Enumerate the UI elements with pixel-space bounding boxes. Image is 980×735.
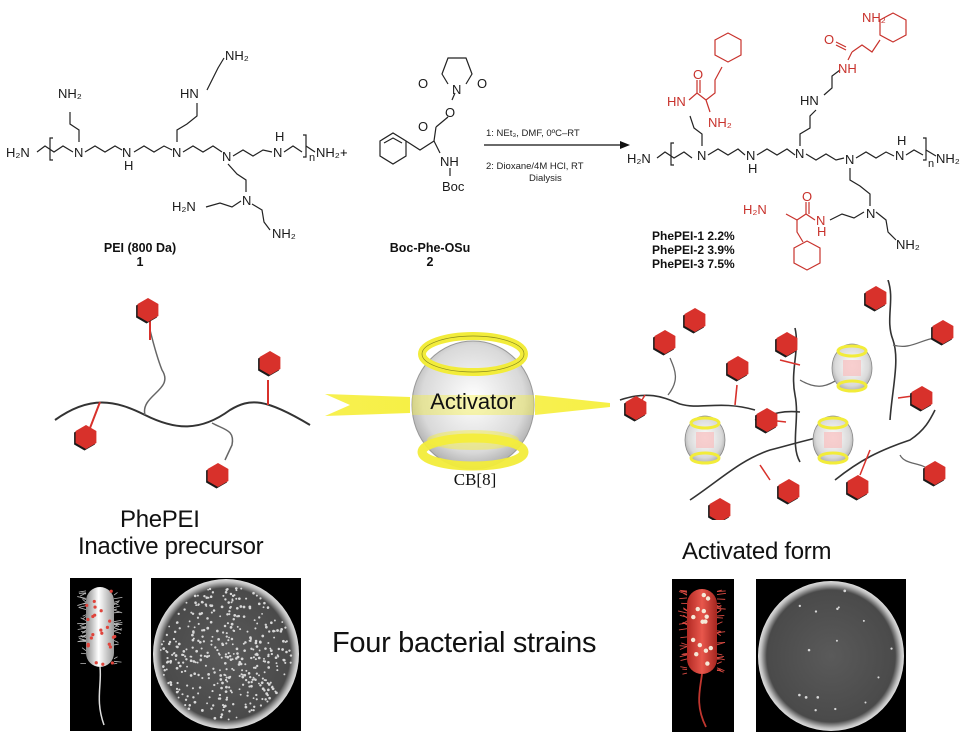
dense-colony-dish-panel bbox=[151, 578, 301, 731]
atom-label: N bbox=[697, 148, 706, 163]
cb8-complex-icon bbox=[811, 414, 855, 466]
atom-label: O bbox=[445, 105, 455, 120]
phenyl-group-icon bbox=[206, 463, 229, 489]
atom-label: O bbox=[693, 67, 703, 82]
atom-label: NH bbox=[838, 61, 857, 76]
activated-bacterium-panel bbox=[672, 579, 734, 732]
atom-label: N bbox=[795, 146, 804, 161]
atom-label: n bbox=[309, 152, 315, 164]
atom-label: N bbox=[895, 148, 904, 163]
right-beam bbox=[535, 395, 610, 415]
arrow-head-icon bbox=[620, 141, 630, 149]
atom-label: NH₂ bbox=[708, 115, 732, 130]
atom-label: NH₂ bbox=[936, 151, 960, 166]
atom-label: O bbox=[477, 76, 487, 91]
plus-sign: + bbox=[340, 145, 348, 160]
atom-label: NH₂ bbox=[862, 10, 886, 25]
precursor-title: PhePEI bbox=[120, 506, 200, 533]
atom-label: O bbox=[418, 76, 428, 91]
reactant-2-name: Boc-Phe-OSu bbox=[389, 241, 471, 255]
atom-label: NH₂ bbox=[316, 145, 340, 160]
reaction-scheme: H₂N N N H N N N H n NH₂ NH₂ HN NH₂ N H₂N… bbox=[6, 10, 960, 271]
atom-label: N bbox=[172, 145, 181, 160]
atom-label: N bbox=[74, 145, 83, 160]
reactant-1-name: PEI (800 Da) bbox=[103, 241, 177, 255]
bacteria-panels bbox=[70, 578, 906, 732]
pei-structure: H₂N N N H N N N H n NH₂ NH₂ HN NH₂ N H₂N… bbox=[6, 48, 340, 241]
atom-label: H bbox=[275, 129, 284, 144]
reaction-arrow-group: 1: NEt₃, DMF, 0ºC–RT 2: Dioxane/4M HCl, … bbox=[484, 128, 630, 184]
product-variant-item: PhePEI-3 7.5% bbox=[652, 257, 735, 271]
cb8-complex-icon bbox=[830, 342, 874, 394]
atom-label: N bbox=[242, 193, 251, 208]
condition-step-2: 2: Dioxane/4M HCl, RT bbox=[486, 161, 584, 172]
atom-label: H bbox=[817, 224, 826, 239]
atom-label: N bbox=[222, 149, 231, 164]
atom-label: N bbox=[122, 145, 131, 160]
cb8-label: CB[8] bbox=[453, 470, 497, 489]
phenyl-group-icon bbox=[258, 351, 281, 377]
cb8-complex-icon bbox=[683, 414, 727, 466]
atom-label: NH₂ bbox=[896, 237, 920, 252]
phenyl-group-icon bbox=[136, 298, 159, 324]
activated-form-label: Activated form bbox=[682, 538, 832, 565]
reactant-2-label: Boc-Phe-OSu 2 bbox=[370, 241, 490, 269]
phenyl-group-icon bbox=[74, 425, 97, 451]
atom-label: N bbox=[746, 148, 755, 163]
atom-label: NH₂ bbox=[58, 86, 82, 101]
phepei-structure: H₂N N N H N N N H n NH₂ HN O NH₂ HN NH bbox=[627, 10, 960, 271]
atom-label: HN bbox=[800, 93, 819, 108]
reactant-2-number: 2 bbox=[426, 255, 434, 269]
activation-schematic bbox=[54, 280, 954, 520]
atom-label: n bbox=[928, 158, 934, 170]
reactant-1-number: 1 bbox=[136, 255, 144, 269]
atom-label: O bbox=[802, 189, 812, 204]
activator-label: Activator bbox=[430, 389, 516, 414]
cb8-activator-icon bbox=[411, 332, 535, 471]
boc-phe-osu-structure: O O N O O NH Boc bbox=[379, 57, 487, 194]
atom-label: N bbox=[452, 82, 461, 97]
activated-network-graphic bbox=[619, 280, 954, 520]
product-variant-item: PhePEI-2 3.9% bbox=[652, 243, 735, 257]
reactant-1-label: PEI (800 Da) 1 bbox=[80, 241, 200, 269]
atom-label: N bbox=[273, 145, 282, 160]
left-beam bbox=[325, 394, 410, 416]
atom-label: Boc bbox=[442, 179, 465, 194]
atom-label: NH₂ bbox=[272, 226, 296, 241]
atom-label: H bbox=[124, 158, 133, 173]
atom-label: HN bbox=[667, 94, 686, 109]
atom-label: H bbox=[748, 161, 757, 176]
condition-step-1: 1: NEt₃, DMF, 0ºC–RT bbox=[486, 128, 580, 139]
condition-step-3: Dialysis bbox=[529, 173, 562, 184]
atom-label: N bbox=[845, 152, 854, 167]
atom-label: H bbox=[897, 133, 906, 148]
precursor-subtitle: Inactive precursor bbox=[78, 533, 264, 560]
center-label: Four bacterial strains bbox=[332, 627, 597, 659]
inactive-bacterium-panel bbox=[70, 578, 132, 731]
atom-label: H₂N bbox=[627, 151, 651, 166]
product-variant-list: PhePEI-1 2.2% PhePEI-2 3.9% PhePEI-3 7.5… bbox=[652, 229, 735, 271]
inactive-polymer-graphic bbox=[54, 298, 311, 489]
product-variant-item: PhePEI-1 2.2% bbox=[652, 229, 735, 243]
atom-label: N bbox=[866, 206, 875, 221]
atom-label: H₂N bbox=[6, 145, 30, 160]
atom-label: O bbox=[418, 119, 428, 134]
atom-label: N bbox=[816, 213, 825, 228]
atom-label: NH₂ bbox=[225, 48, 249, 63]
atom-label: O bbox=[824, 32, 834, 47]
atom-label: H₂N bbox=[172, 199, 196, 214]
atom-label: H₂N bbox=[743, 202, 767, 217]
sparse-colony-dish-panel bbox=[756, 579, 906, 732]
atom-label: NH bbox=[440, 154, 459, 169]
atom-label: HN bbox=[180, 86, 199, 101]
